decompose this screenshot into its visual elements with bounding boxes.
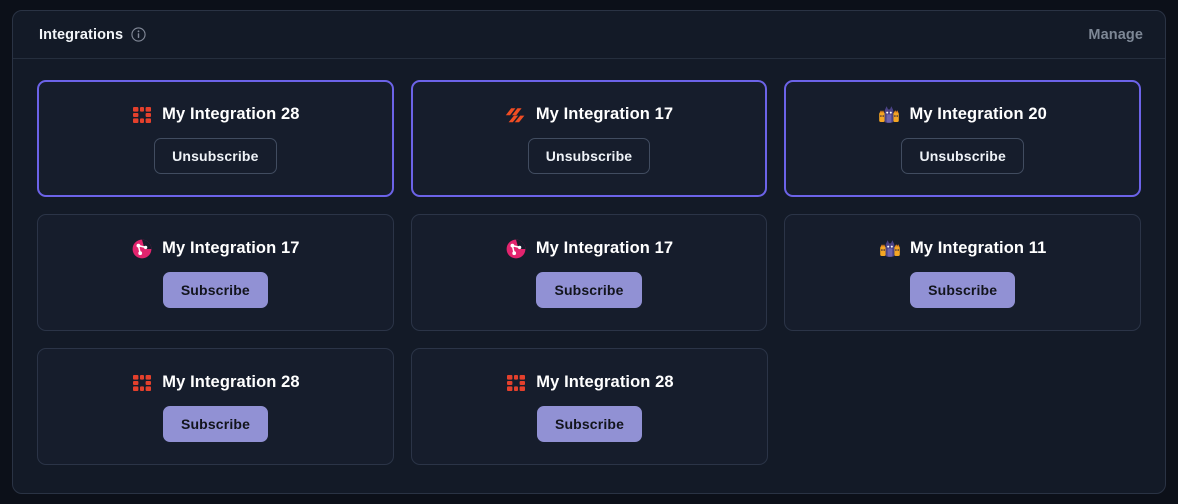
card-title: My Integration 28 [162, 373, 300, 391]
integration-card[interactable]: My Integration 17 Subscribe [37, 214, 394, 331]
subscribe-button[interactable]: Subscribe [162, 271, 268, 308]
pink-circle-nodes-icon [131, 238, 153, 260]
integrations-panel: Integrations Manage My Integration 28 Uns… [12, 10, 1166, 494]
card-title: My Integration 17 [535, 105, 674, 123]
card-title-row: My Integration 17 [505, 238, 673, 260]
grid-blocks-icon [505, 372, 527, 394]
integration-card[interactable]: My Integration 17 Unsubscribe [410, 80, 768, 197]
card-title: My Integration 28 [162, 105, 300, 123]
integration-card[interactable]: My Integration 20 Unsubscribe [784, 80, 1142, 197]
card-title-row: My Integration 28 [131, 372, 300, 394]
card-title: My Integration 28 [536, 373, 674, 391]
integration-card[interactable]: My Integration 28 Unsubscribe [37, 80, 394, 197]
grid-blocks-icon [131, 104, 153, 126]
card-title-row: My Integration 11 [879, 238, 1046, 260]
card-title: My Integration 17 [162, 239, 300, 257]
manage-link[interactable]: Manage [1088, 26, 1143, 43]
integration-card[interactable]: My Integration 11 Subscribe [784, 214, 1142, 331]
subscribe-button[interactable]: Subscribe [910, 271, 1016, 308]
grid-blocks-icon [131, 372, 153, 394]
page-title: Integrations [39, 26, 124, 43]
panel-header-left: Integrations [39, 27, 146, 43]
card-title: My Integration 11 [909, 239, 1047, 257]
card-title-row: My Integration 28 [505, 372, 674, 394]
foxes-emoji-icon [879, 238, 901, 260]
card-title-row: My Integration 17 [505, 104, 673, 126]
integration-card[interactable]: My Integration 28 Subscribe [411, 348, 768, 465]
card-title-row: My Integration 20 [878, 104, 1047, 126]
info-circle-icon[interactable] [131, 27, 146, 42]
foxes-emoji-icon [878, 104, 900, 126]
panel-header: Integrations Manage [13, 11, 1165, 59]
integration-card[interactable]: My Integration 17 Subscribe [410, 214, 768, 331]
subscribe-button[interactable]: Subscribe [536, 271, 642, 308]
subscribe-button[interactable]: Subscribe [162, 405, 269, 442]
card-title-row: My Integration 28 [131, 104, 299, 126]
integration-card[interactable]: My Integration 28 Subscribe [37, 348, 394, 465]
subscribe-button[interactable]: Subscribe [536, 405, 643, 442]
card-title: My Integration 17 [535, 239, 674, 257]
slanted-bars-icon [505, 104, 527, 126]
card-title-row: My Integration 17 [131, 238, 299, 260]
card-title: My Integration 20 [909, 105, 1047, 123]
unsubscribe-button[interactable]: Unsubscribe [154, 137, 277, 174]
unsubscribe-button[interactable]: Unsubscribe [901, 137, 1024, 174]
pink-circle-nodes-icon [505, 238, 527, 260]
unsubscribe-button[interactable]: Unsubscribe [527, 137, 651, 174]
